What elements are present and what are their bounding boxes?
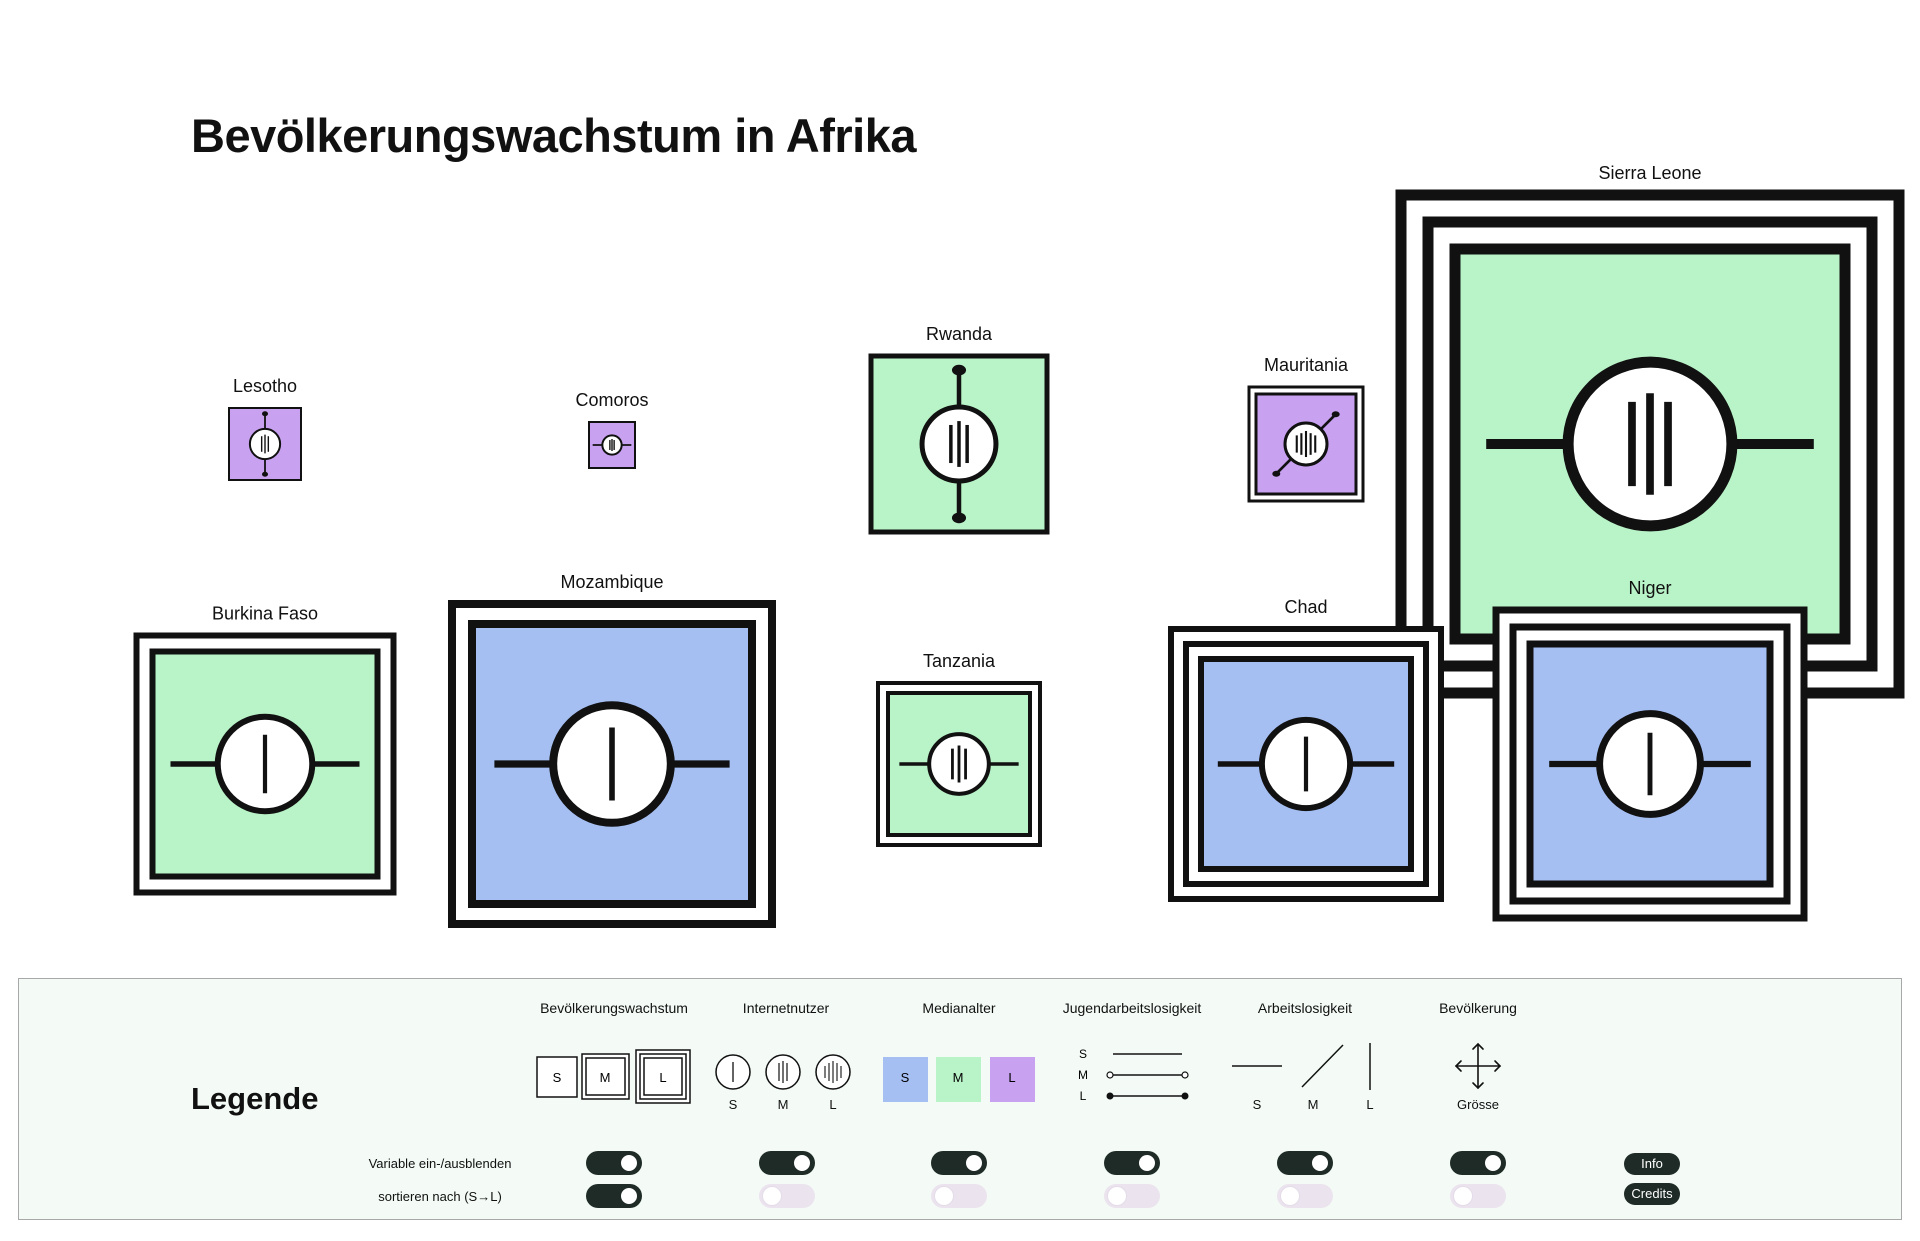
country-label: Chad — [1284, 597, 1327, 617]
legend-internet-l-circle — [815, 1054, 851, 1090]
toggle-sort-youth-unemployment[interactable] — [1104, 1184, 1160, 1208]
legend-youth-m-label: M — [1078, 1068, 1088, 1082]
legend-growth-l-label: L — [659, 1070, 666, 1085]
country-glyph-sierra-leone: Sierra Leone — [1395, 163, 1905, 699]
toggle-visibility-median-age[interactable] — [931, 1151, 987, 1175]
country-label: Comoros — [575, 390, 648, 410]
legend-heading-youth-unemployment: Jugendarbeitslosigkeit — [1062, 1000, 1202, 1016]
country-glyph-comoros: Comoros — [575, 390, 649, 469]
legend-growth-m-frame — [581, 1053, 630, 1100]
move-arrows-icon — [1454, 1042, 1502, 1090]
legend-youth-l-label: L — [1080, 1089, 1087, 1103]
legend-youth-l-line — [1106, 1092, 1189, 1100]
country-label: Lesotho — [233, 376, 297, 396]
legend-heading-growth: Bevölkerungswachstum — [540, 1000, 688, 1016]
country-glyph-lesotho: Lesotho — [228, 376, 302, 481]
legend-growth-m-label: M — [600, 1070, 611, 1085]
legend-median-age-l-swatch — [990, 1057, 1035, 1102]
row-label-toggle-visibility: Variable ein-/ausblenden — [368, 1156, 512, 1171]
country-label: Niger — [1628, 578, 1671, 598]
legend-internet-s-circle — [715, 1054, 751, 1090]
page-title: Bevölkerungswachstum in Afrika — [191, 109, 917, 162]
toggle-visibility-growth[interactable] — [586, 1151, 642, 1175]
legend-growth-s-frame — [536, 1056, 578, 1098]
country-label: Mozambique — [560, 572, 663, 592]
legend-internet-m-label: M — [777, 1097, 789, 1112]
country-glyph-rwanda: Rwanda — [868, 324, 1050, 535]
legend-median-age-l-label: L — [1008, 1070, 1015, 1085]
legend-title: Legende — [191, 1081, 319, 1116]
legend-unemployment-s-label: S — [1252, 1097, 1262, 1112]
legend-youth-m-line — [1106, 1071, 1189, 1079]
legend-unemployment-m-label: M — [1307, 1097, 1319, 1112]
legend-internet-s-label: S — [728, 1097, 738, 1112]
toggle-sort-internet[interactable] — [759, 1184, 815, 1208]
legend-unemployment-m-line — [1301, 1044, 1344, 1088]
country-label: Tanzania — [923, 651, 996, 671]
toggle-sort-growth[interactable] — [586, 1184, 642, 1208]
legend-growth-l-frame — [635, 1049, 691, 1104]
legend-internet-l-label: L — [829, 1097, 837, 1112]
row-label-sort-by: sortieren nach (S→L) — [378, 1189, 502, 1204]
toggle-visibility-unemployment[interactable] — [1277, 1151, 1333, 1175]
legend-heading-population: Bevölkerung — [1439, 1000, 1517, 1016]
country-glyph-niger: Niger — [1492, 578, 1808, 922]
toggle-visibility-youth-unemployment[interactable] — [1104, 1151, 1160, 1175]
legend-median-age-s-label: S — [901, 1070, 910, 1085]
toggle-sort-unemployment[interactable] — [1277, 1184, 1333, 1208]
legend-heading-internet: Internetnutzer — [742, 1000, 830, 1016]
toggle-sort-population[interactable] — [1450, 1184, 1506, 1208]
info-button[interactable]: Info — [1624, 1153, 1680, 1175]
toggle-sort-median-age[interactable] — [931, 1184, 987, 1208]
legend-growth-s-label: S — [553, 1070, 562, 1085]
country-label: Burkina Faso — [212, 604, 318, 624]
legend-median-age-m-swatch — [936, 1057, 981, 1102]
legend-symbols: S M L S M L S M L — [536, 1042, 1502, 1104]
toggle-visibility-population[interactable] — [1450, 1151, 1506, 1175]
legend-internet-m-circle — [765, 1054, 801, 1090]
toggle-visibility-internet[interactable] — [759, 1151, 815, 1175]
legend-heading-median-age: Medianalter — [922, 1000, 996, 1016]
legend-unemployment-l-label: L — [1366, 1097, 1374, 1112]
country-glyph-tanzania: Tanzania — [876, 651, 1042, 847]
legend-youth-s-label: S — [1079, 1047, 1087, 1061]
legend-population-caption: Grösse — [1457, 1097, 1499, 1112]
country-glyph-burkina-faso: Burkina Faso — [133, 604, 397, 896]
country-label: Mauritania — [1264, 355, 1349, 375]
country-label: Rwanda — [926, 324, 993, 344]
legend-heading-unemployment: Arbeitslosigkeit — [1257, 1000, 1353, 1016]
country-glyph-chad: Chad — [1168, 597, 1444, 902]
legend-median-age-s-swatch — [883, 1057, 928, 1102]
country-glyph-mauritania: Mauritania — [1247, 355, 1365, 503]
country-label: Sierra Leone — [1598, 163, 1701, 183]
credits-button[interactable]: Credits — [1624, 1183, 1680, 1205]
legend-median-age-m-label: M — [953, 1070, 964, 1085]
country-glyph-mozambique: Mozambique — [448, 572, 776, 928]
